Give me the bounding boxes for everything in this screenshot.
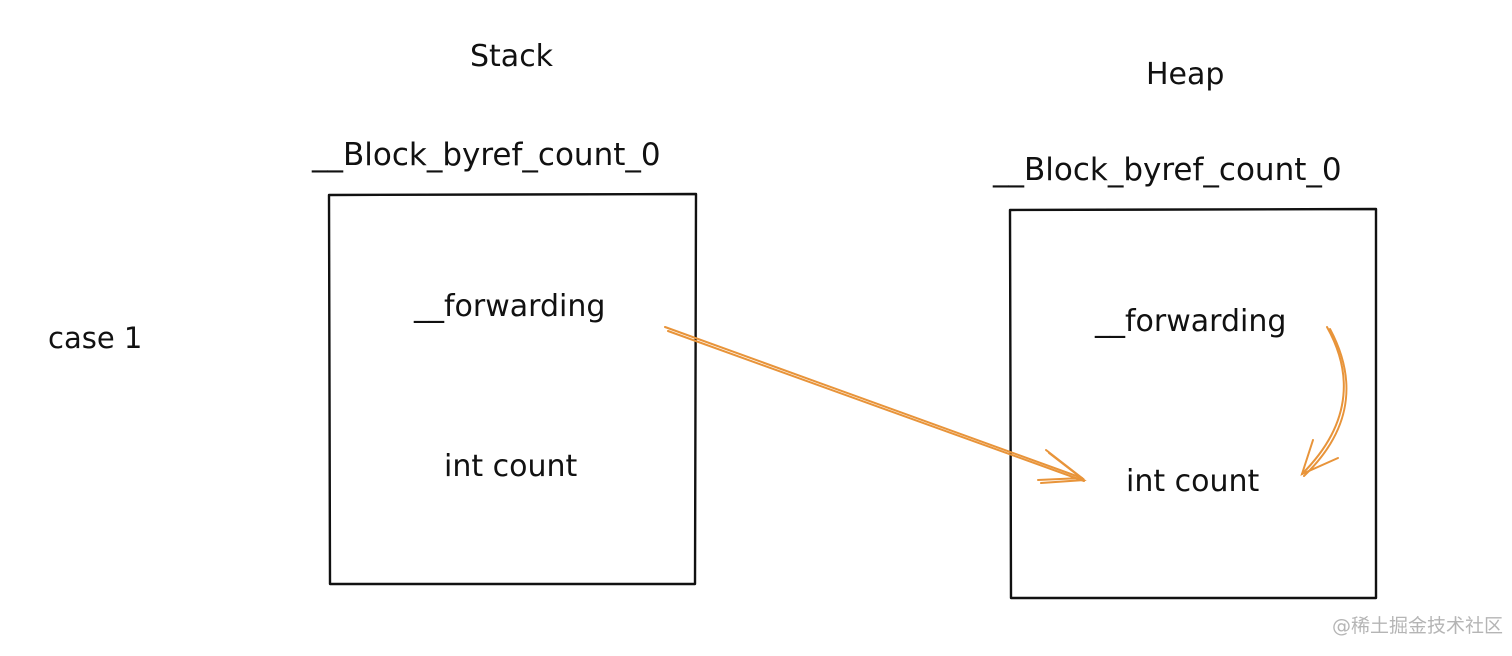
heap-forwarding-field: __forwarding [1095,304,1287,339]
stack-count-field: int count [444,449,578,484]
forwarding-arrow-stack-to-heap [664,326,1087,484]
stack-heading: Stack [470,39,554,74]
heap-heading: Heap [1146,57,1225,92]
case-label: case 1 [48,321,143,355]
heap-struct-box [1008,207,1378,600]
stack-struct-box [327,192,698,586]
forwarding-arrow-heap-self [1300,326,1348,477]
heap-struct-name: __Block_byref_count_0 [993,152,1342,188]
heap-count-field: int count [1126,464,1260,499]
stack-forwarding-field: __forwarding [414,289,606,324]
watermark-text: @稀土掘金技术社区 [1332,615,1504,637]
stack-struct-name: __Block_byref_count_0 [312,137,661,173]
